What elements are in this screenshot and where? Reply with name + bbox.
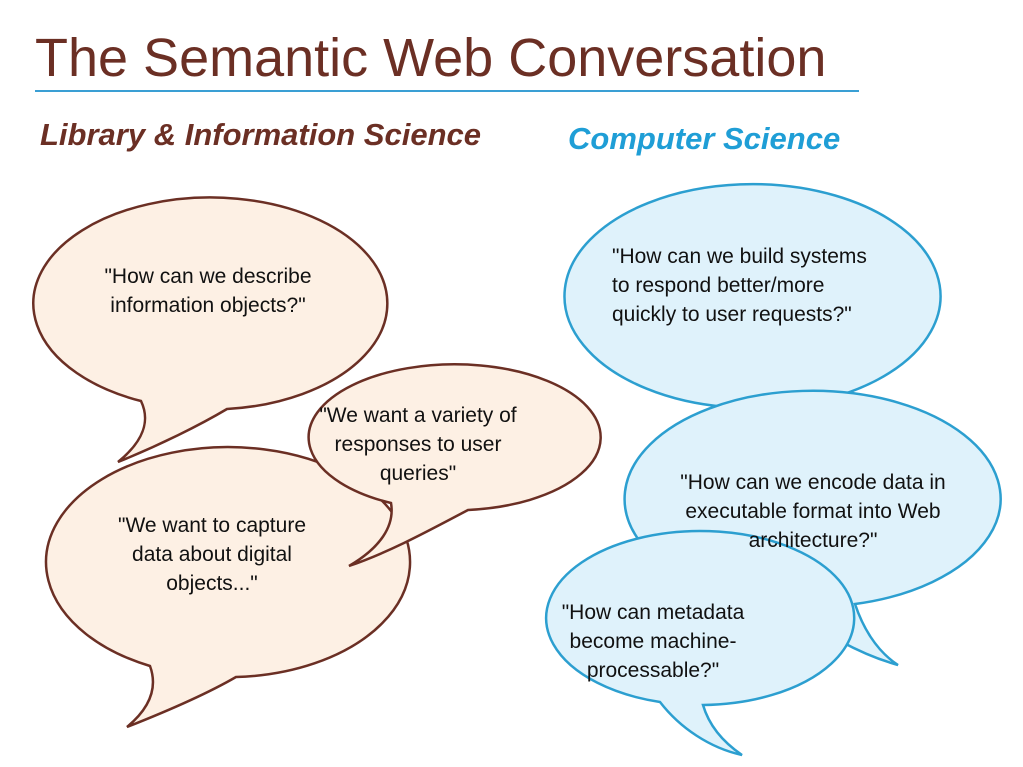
lis-bubble-describe	[32, 196, 389, 464]
cs-bubble-encode-data-shape	[623, 389, 1002, 667]
cs-bubble-encode-data-text: "How can we encode data in executable fo…	[680, 471, 946, 552]
heading-computer-science: Computer Science	[568, 121, 841, 156]
cs-bubble-encode-data	[623, 389, 1002, 667]
title-underline	[35, 90, 859, 92]
lis-bubble-capture-text: "We want to capture data about digital o…	[118, 514, 306, 595]
cs-bubble-machine-processable	[544, 529, 856, 757]
cs-bubble-machine-processable-shape	[544, 529, 856, 757]
lis-bubble-describe-shape	[32, 196, 389, 464]
lis-bubble-variety	[307, 363, 602, 568]
lis-bubble-variety-shape	[307, 363, 602, 568]
cs-bubble-machine-processable-text: "How can metadata become machine- proces…	[561, 601, 745, 682]
lis-bubble-describe-text: "How can we describe information objects…	[104, 265, 312, 317]
cs-bubble-build-systems-text: "How can we build systems to respond bet…	[612, 245, 867, 326]
slide-title: The Semantic Web Conversation	[35, 28, 827, 88]
lis-bubble-variety-text: "We want a variety of responses to user …	[319, 404, 517, 485]
heading-library-information-science: Library & Information Science	[40, 117, 481, 152]
